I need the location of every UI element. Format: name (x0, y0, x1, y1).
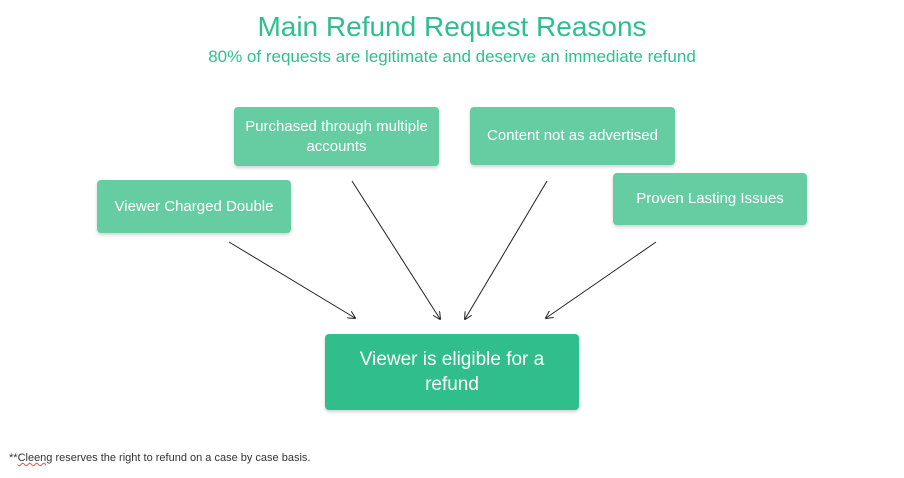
footnote: **Cleeng reserves the right to refund on… (9, 451, 310, 465)
arrow-not-as-advertised (465, 180, 548, 319)
diagram-title: Main Refund Request Reasons (257, 11, 647, 42)
reason-label: Content not as advertised (487, 127, 658, 144)
reason-box-multiple-accounts: Purchased through multiple accounts (234, 107, 439, 166)
reason-label: Purchased through multiple accounts (245, 117, 428, 155)
outcome-label: Viewer is eligible for a refund (359, 349, 545, 395)
diagram-subtitle: 80% of requests are legitimate and deser… (208, 47, 696, 66)
arrow-charged-double (228, 241, 355, 318)
footnote-text: reserves the right to refund on a case b… (52, 452, 311, 464)
arrow-lasting-issues (546, 241, 657, 318)
reason-label: Viewer Charged Double (114, 197, 274, 215)
reason-box-charged-double: Viewer Charged Double (97, 180, 291, 233)
footnote-brand: Cleeng (17, 452, 53, 464)
reason-box-lasting-issues: Proven Lasting Issues (613, 173, 807, 225)
arrow-multiple-accounts (351, 180, 440, 319)
outcome-box: Viewer is eligible for a refund (325, 334, 579, 410)
reason-box-not-as-advertised: Content not as advertised (470, 107, 675, 165)
reason-label: Proven Lasting Issues (636, 190, 784, 207)
footnote-prefix: ** (9, 452, 18, 464)
